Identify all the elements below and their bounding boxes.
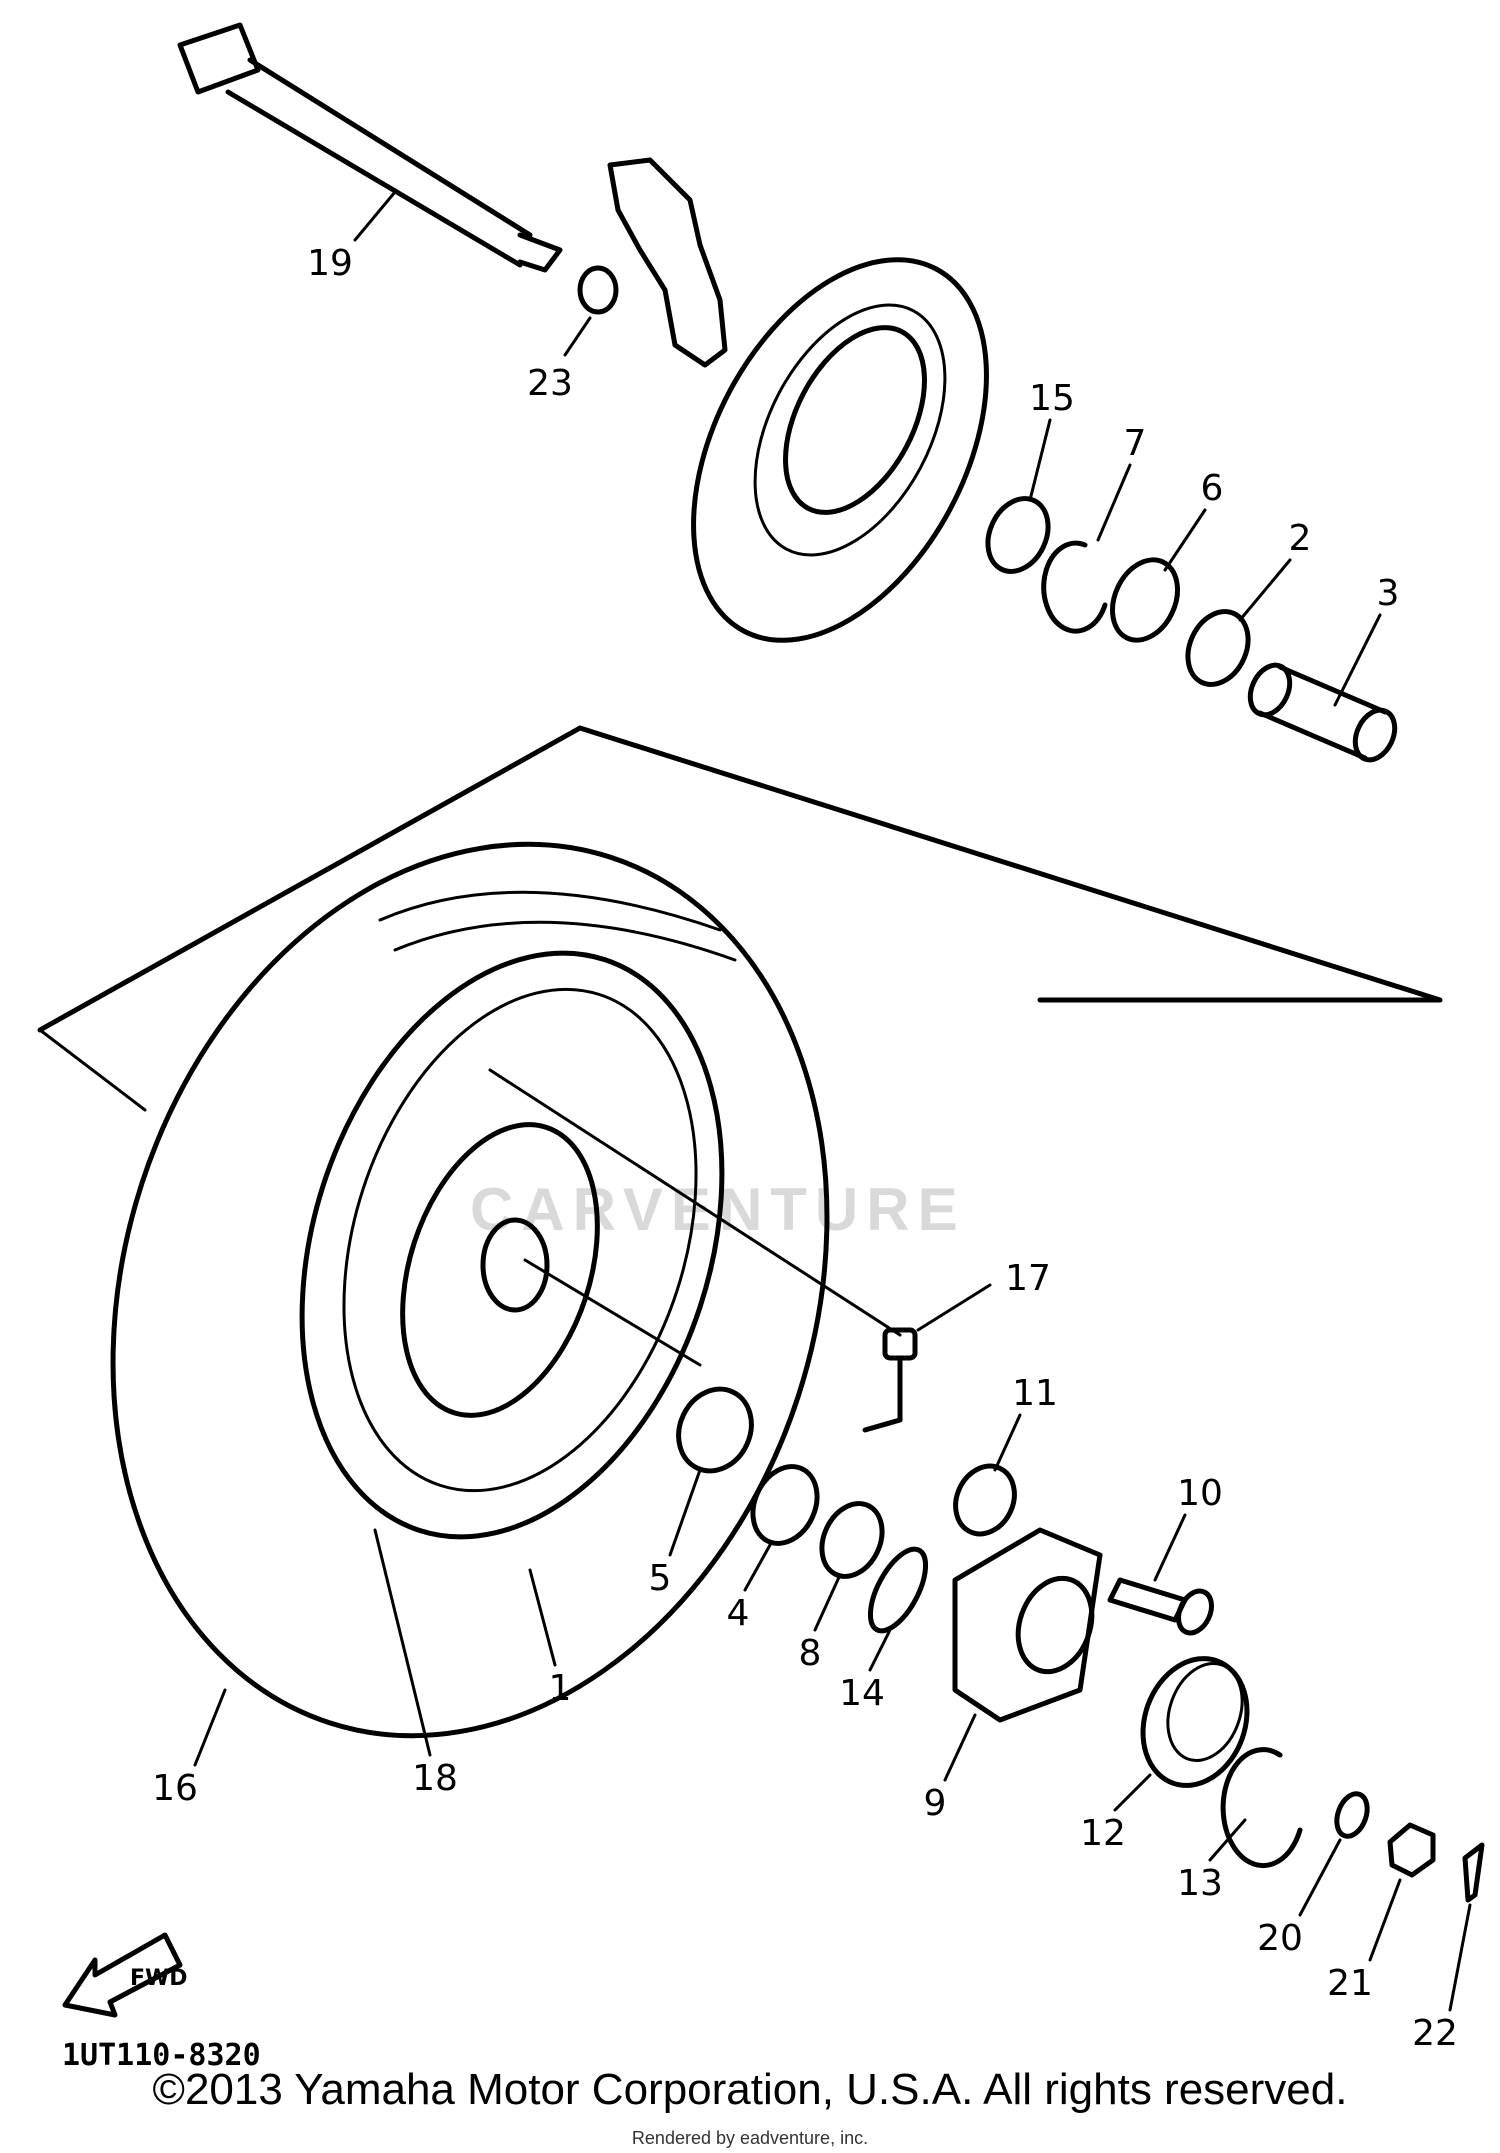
- hub-flange-part: [952, 1527, 1103, 1723]
- leader-3: [1333, 613, 1382, 707]
- clip-13-part: [1220, 1747, 1303, 1869]
- leader-5: [668, 1468, 702, 1557]
- leader-18: [373, 1528, 432, 1757]
- leader-16: [193, 1688, 227, 1767]
- bolt-head-part: [1176, 1588, 1214, 1636]
- part-label-6: 6: [1201, 468, 1224, 509]
- part-label-2: 2: [1289, 518, 1312, 559]
- bearing-left-part: [676, 1386, 754, 1474]
- collar-part: [577, 265, 619, 315]
- fwd-label: FWD: [130, 1966, 188, 1991]
- watermark-text: CARVENTURE: [470, 1176, 966, 1243]
- part-label-22: 22: [1412, 2013, 1458, 2054]
- part-label-3: 3: [1377, 573, 1400, 614]
- fwd-arrow-icon: FWD: [62, 1932, 188, 2018]
- part-label-14: 14: [839, 1673, 885, 1714]
- leader-2: [1238, 558, 1292, 622]
- part-label-16: 16: [152, 1768, 198, 1809]
- spacer-flange-part: [1247, 662, 1398, 763]
- axis-plane-edge: [38, 1028, 147, 1112]
- leader-7: [1096, 463, 1132, 542]
- leader-11: [993, 1413, 1022, 1472]
- sprocket-part: [1140, 1656, 1250, 1788]
- leader-21: [1368, 1878, 1402, 1962]
- circlip-part: [1041, 540, 1108, 634]
- leader-4: [743, 1543, 772, 1592]
- leader-12: [1113, 1773, 1152, 1812]
- leader-8: [813, 1573, 842, 1632]
- leader-line-17: [488, 1068, 902, 1337]
- leader-23: [563, 316, 592, 357]
- part-label-4: 4: [727, 1593, 750, 1634]
- leader-9: [943, 1713, 977, 1782]
- cotter-pin-part: [1462, 1842, 1485, 1903]
- bearing-right-part: [819, 1501, 885, 1579]
- leader-22: [1448, 1903, 1472, 2012]
- leader-19: [353, 190, 397, 242]
- spacer-11-part: [953, 1463, 1017, 1537]
- rendered-by-text: Rendered by eadventure, inc.: [631, 2128, 869, 2148]
- valve-part: [862, 1327, 918, 1433]
- washer-part: [1334, 1791, 1370, 1839]
- leader-20: [1298, 1838, 1342, 1917]
- part-label-1: 1: [549, 1668, 572, 1709]
- bearing-part: [1110, 557, 1180, 643]
- part-label-17: 17: [1005, 1258, 1051, 1299]
- part-label-18: 18: [412, 1758, 458, 1799]
- part-label-19: 19: [307, 243, 353, 284]
- drawing-code: 1UT110-8320: [62, 2038, 261, 2073]
- brake-disc-part: [691, 257, 989, 643]
- axle-part: [177, 22, 563, 273]
- part-label-15: 15: [1029, 378, 1075, 419]
- oil-seal-part: [985, 496, 1051, 574]
- spacer-part: [1185, 609, 1251, 687]
- part-label-5: 5: [649, 1558, 672, 1599]
- part-label-13: 13: [1177, 1863, 1223, 1904]
- part-label-23: 23: [527, 363, 573, 404]
- leader-10: [1153, 1513, 1187, 1582]
- bolt-part: [1107, 1577, 1188, 1623]
- part-label-11: 11: [1012, 1373, 1058, 1414]
- leader-6: [1163, 508, 1207, 572]
- leader-17: [916, 1283, 992, 1332]
- spacer-hub-part: [750, 1464, 820, 1546]
- part-label-12: 12: [1080, 1813, 1126, 1854]
- leader-13: [1208, 1818, 1247, 1862]
- part-label-8: 8: [799, 1633, 822, 1674]
- nut-part: [1387, 1822, 1436, 1878]
- wheel-assembly: [110, 841, 830, 1739]
- leader-14: [868, 1628, 892, 1672]
- leader-line-5: [523, 1258, 702, 1367]
- axis-plane-outline: [37, 725, 1443, 1033]
- part-label-9: 9: [924, 1783, 947, 1824]
- o-ring-part: [867, 1546, 929, 1634]
- part-label-21: 21: [1327, 1963, 1373, 2004]
- leader-15: [1028, 418, 1052, 502]
- leader-1: [528, 1568, 557, 1667]
- part-label-7: 7: [1124, 423, 1147, 464]
- part-label-10: 10: [1177, 1473, 1223, 1514]
- part-label-20: 20: [1257, 1918, 1303, 1959]
- brake-arm-part: [607, 157, 728, 368]
- copyright-text: ©2013 Yamaha Motor Corporation, U.S.A. A…: [152, 2065, 1348, 2114]
